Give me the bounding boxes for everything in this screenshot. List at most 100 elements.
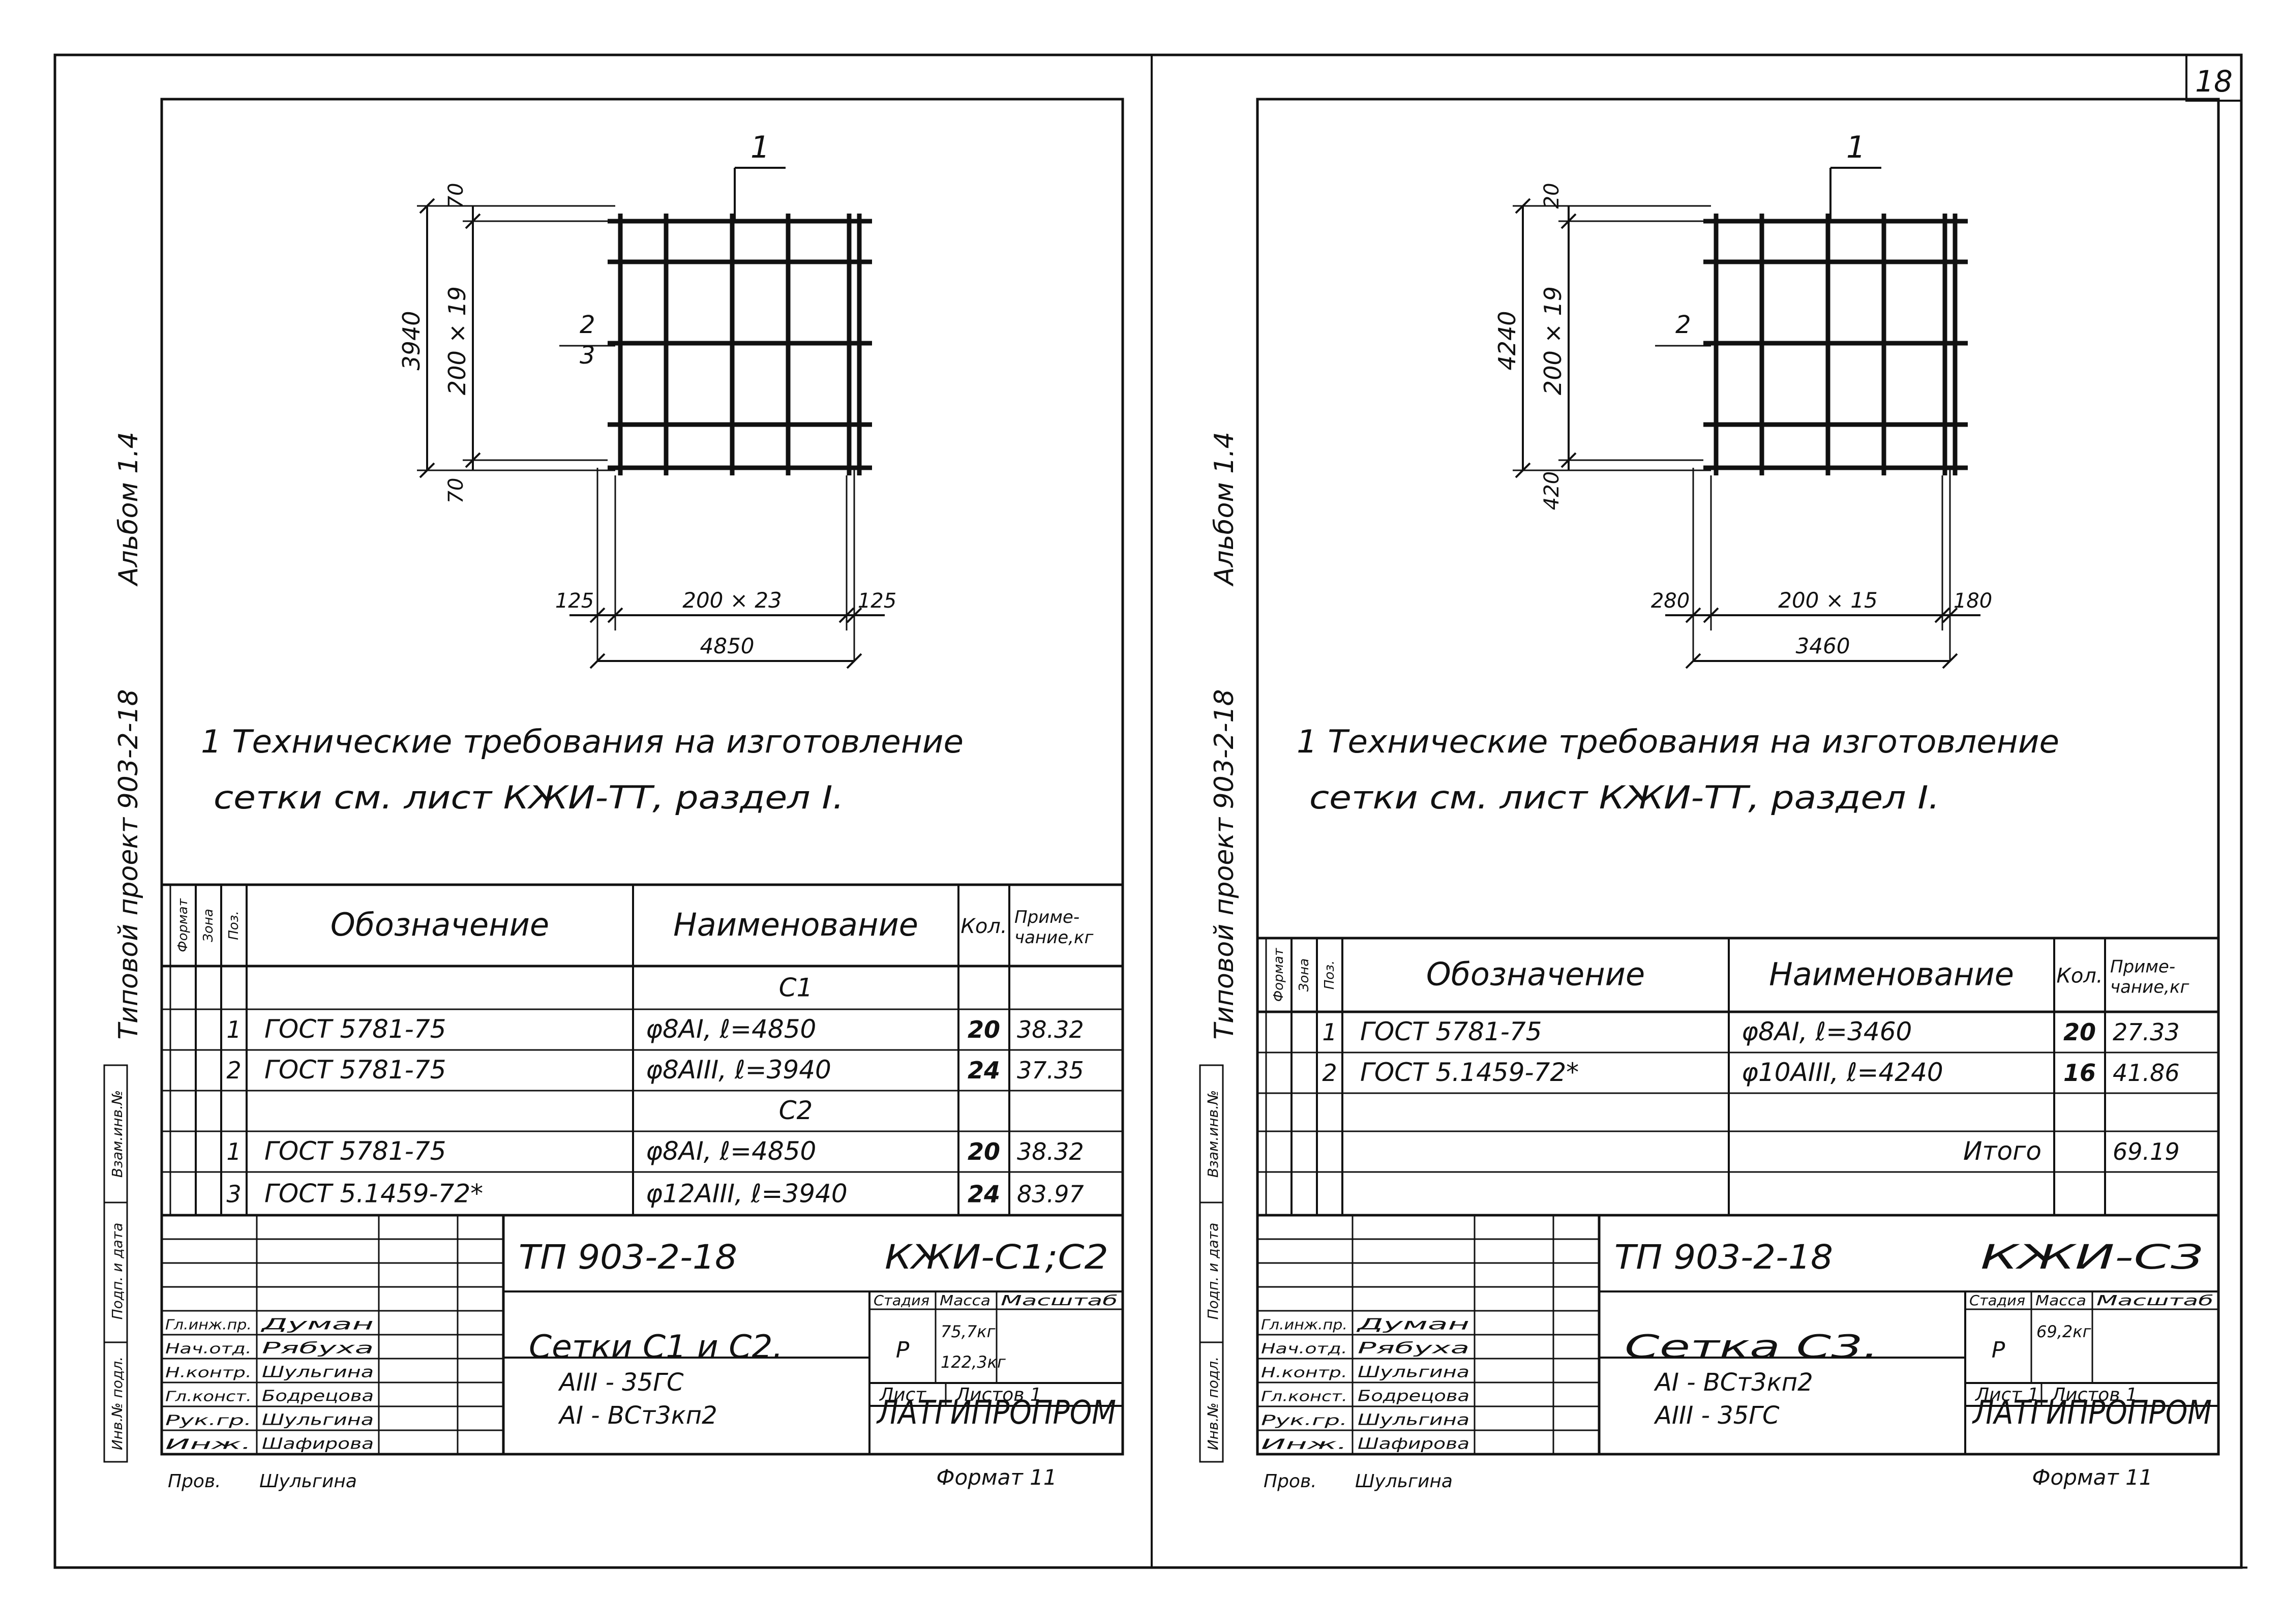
signer-name: Шульгина — [1358, 1364, 1469, 1381]
row-name: С2 — [779, 1096, 813, 1125]
signer-role: Н.контр. — [1261, 1364, 1347, 1381]
col-header-pos: Поз. — [1322, 960, 1337, 990]
page-number-box — [2185, 54, 2242, 102]
stage-label: Стадия — [1969, 1292, 2025, 1309]
page-number: 18 — [2195, 64, 2233, 99]
col-header-note: Приме-чание,кг — [1014, 907, 1094, 948]
row-qty: 20 — [2063, 1018, 2096, 1046]
inner-frame — [1256, 98, 2220, 1456]
dimension-tick — [846, 653, 862, 669]
dim-vert-total: 3940 — [398, 311, 425, 370]
signer-role: Гл.конст. — [1261, 1388, 1347, 1405]
note-line-1: 1 Технические требования на изготовление — [201, 723, 964, 760]
row-pos: 1 — [226, 1016, 241, 1043]
checked-name: Шульгина — [259, 1471, 357, 1492]
row-name: φ8АI, ℓ=3460 — [1741, 1017, 1912, 1046]
dimension-tick — [465, 213, 481, 229]
pos-label: 2 — [1675, 311, 1691, 339]
stamp-swap-inv: Взам.инв.№ — [109, 1090, 126, 1178]
row-name: φ8АIII, ℓ=3940 — [646, 1055, 831, 1085]
col-header-note: Приме-чание,кг — [2110, 957, 2190, 998]
dimension-tick — [1515, 462, 1531, 478]
row-pos: 1 — [226, 1138, 241, 1165]
stamp-inv-orig: Инв.№ подл. — [1205, 1357, 1221, 1450]
title-block: Гл.инж.пр.ДуманНач.отд.РябухаН.контр.Шул… — [161, 1214, 1123, 1492]
row-name: φ10АIII, ℓ=4240 — [1741, 1058, 1943, 1087]
signer-role: Нач.отд. — [1261, 1340, 1347, 1357]
dim-vert-total: 4240 — [1493, 311, 1521, 370]
dim-top: 20 — [1540, 183, 1564, 209]
col-header-format: Формат — [1271, 948, 1286, 1002]
row-qty: 20 — [968, 1016, 1000, 1043]
signer-role: Инж. — [1261, 1436, 1347, 1453]
row-name: φ12АIII, ℓ=3940 — [646, 1179, 848, 1209]
dimension-tick — [846, 607, 862, 623]
row-designation: ГОСТ 5781-75 — [264, 1136, 446, 1166]
col-header-name: Наименование — [1769, 956, 2014, 993]
dimension-tick — [1560, 452, 1577, 468]
dim-left: 280 — [1651, 589, 1690, 613]
callout-number: 1 — [1846, 130, 1866, 165]
dimension-tick — [589, 607, 606, 623]
col-header-zone: Зона — [201, 909, 216, 942]
project-label: Типовой проект 903-2-18 — [1209, 689, 1240, 1039]
col-header-designation: Обозначение — [331, 906, 549, 943]
checked-name: Шульгина — [1355, 1471, 1453, 1492]
signer-name: Бодрецова — [1358, 1388, 1469, 1405]
dim-horiz-total: 4850 — [700, 634, 755, 658]
dimension-tick — [1942, 607, 1958, 623]
dimension-tick — [465, 452, 481, 468]
signer-role: Гл.инж.пр. — [1261, 1316, 1347, 1333]
row-qty: 16 — [2063, 1059, 2096, 1087]
doc-code: ТП 903-2-18 — [519, 1238, 737, 1277]
sheet-code: КЖИ-С1;С2 — [885, 1238, 1108, 1277]
pos-label-2: 3 — [580, 341, 595, 370]
dimension-tick — [1685, 653, 1701, 669]
drawing-title: Сетка С3. — [1625, 1328, 1879, 1365]
dim-left: 125 — [555, 589, 594, 613]
signer-role: Гл.инж.пр. — [165, 1316, 252, 1333]
signer-role: Рук.гр. — [165, 1412, 252, 1429]
row-pos: 1 — [1322, 1018, 1337, 1046]
row-note: 41.86 — [2113, 1059, 2180, 1087]
inner-frame — [160, 98, 1124, 1456]
stamp-sign-date: Подп. и дата — [1205, 1223, 1221, 1320]
dimension-tick — [589, 653, 606, 669]
row-qty: 20 — [968, 1138, 1000, 1165]
dimension-tick — [838, 607, 855, 623]
col-header-qty: Кол. — [2056, 965, 2103, 988]
row-note: 37.35 — [1017, 1057, 1084, 1084]
row-designation: ГОСТ 5.1459-72* — [1360, 1058, 1579, 1087]
mass-label: Масса — [940, 1292, 990, 1309]
stamp-swap-inv: Взам.инв.№ — [1205, 1090, 1221, 1178]
dimension-tick — [1942, 653, 1958, 669]
mass-value-2: 122,3кг — [941, 1352, 1006, 1372]
dimension-tick — [419, 462, 435, 478]
row-pos: 2 — [226, 1057, 241, 1084]
row-name: С1 — [779, 973, 813, 1003]
material-1: АI - ВСт3кп2 — [1654, 1368, 1813, 1397]
col-header-qty: Кол. — [960, 915, 1007, 938]
row-note: 83.97 — [1017, 1181, 1084, 1208]
dimension-tick — [607, 607, 623, 623]
signer-role: Гл.конст. — [165, 1388, 252, 1405]
checked-role: Пров. — [1264, 1471, 1317, 1492]
note-line-2: сетки см. лист КЖИ-ТТ, раздел I. — [214, 779, 844, 816]
sheets-count-label: Листов 1 — [2051, 1385, 2138, 1405]
dim-vert-inner: 200 × 19 — [1539, 286, 1567, 395]
signer-name: Шульгина — [262, 1411, 374, 1429]
dim-top: 70 — [444, 183, 468, 209]
row-note: 69.19 — [2113, 1138, 2180, 1165]
signer-role: Рук.гр. — [1261, 1412, 1347, 1429]
col-header-format: Формат — [175, 898, 191, 952]
dim-bottom: 420 — [1540, 471, 1564, 510]
drawing-title: Сетки С1 и С2. — [529, 1328, 783, 1365]
stage-label: Стадия — [874, 1292, 929, 1309]
col-header-pos: Поз. — [226, 911, 242, 940]
title-block: Гл.инж.пр.ДуманНач.отд.РябухаН.контр.Шул… — [1256, 1214, 2218, 1492]
signer-name: Думан — [260, 1316, 374, 1334]
